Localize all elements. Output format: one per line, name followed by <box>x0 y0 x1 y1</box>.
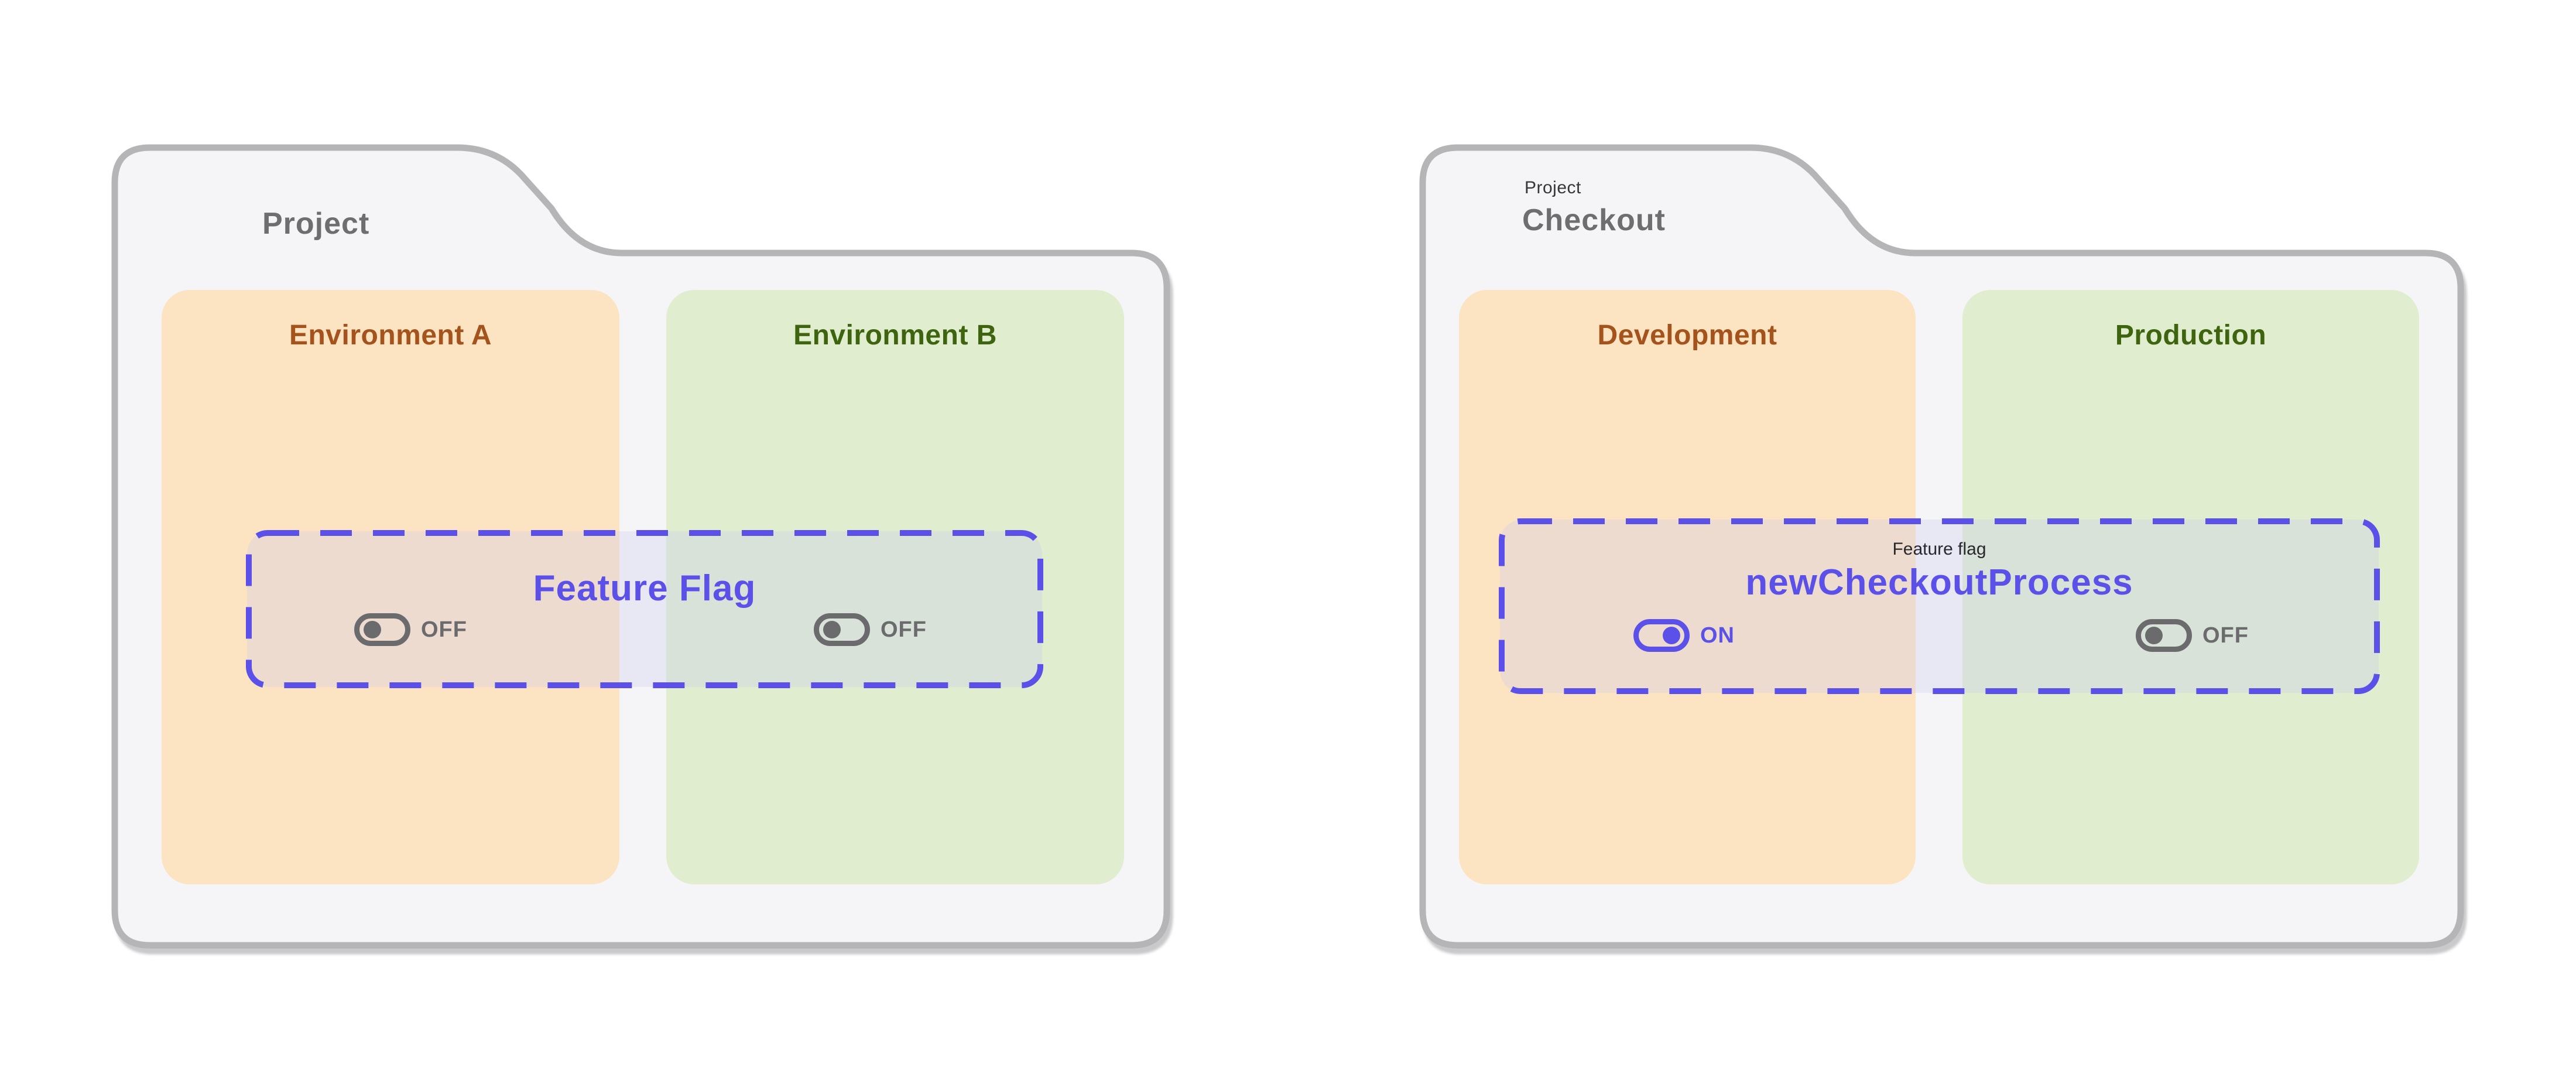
feature-flag-title: newCheckoutProcess <box>1745 562 2133 603</box>
folder-project: Project Environment A Environment B Feat… <box>111 144 1170 949</box>
toggle-switch-icon[interactable] <box>1633 619 1690 652</box>
feature-flag-box-fill <box>247 531 1042 687</box>
environment-panel-b: Environment B <box>666 290 1124 884</box>
folder-tab-title: Checkout <box>1522 203 1666 237</box>
toggle-row-environment-a[interactable]: OFF <box>354 613 467 646</box>
toggle-state-label: ON <box>1700 623 1735 648</box>
toggle-switch-icon[interactable] <box>2136 619 2192 652</box>
toggle-knob-icon <box>1663 627 1680 644</box>
toggle-state-label: OFF <box>881 617 927 642</box>
feature-flag-box: Feature flag newCheckoutProcess ON OFF <box>1499 518 2380 694</box>
toggle-row-development[interactable]: ON <box>1633 619 1735 652</box>
environment-panel-b-label: Environment B <box>793 320 997 351</box>
toggle-knob-icon <box>823 621 841 638</box>
toggle-knob-icon <box>2145 627 2163 644</box>
environment-panel-development: Development <box>1459 290 1916 884</box>
folder-tab-title: Project <box>262 207 370 241</box>
environment-panel-development-label: Development <box>1597 320 1777 351</box>
feature-flag-title: Feature Flag <box>533 568 756 609</box>
toggle-row-environment-b[interactable]: OFF <box>814 613 927 646</box>
toggle-switch-icon[interactable] <box>814 613 870 646</box>
toggle-state-label: OFF <box>421 617 467 642</box>
feature-flag-dashed-border <box>1499 518 2380 694</box>
feature-flag-box-fill <box>1500 520 2379 693</box>
environment-panel-production: Production <box>1962 290 2419 884</box>
feature-flag-kicker: Feature flag <box>1892 539 1986 559</box>
environment-panel-a-label: Environment A <box>289 320 492 351</box>
environment-panel-a: Environment A <box>162 290 619 884</box>
folder-tab-kicker: Project <box>1525 178 1581 197</box>
toggle-knob-icon <box>364 621 381 638</box>
toggle-switch-icon[interactable] <box>354 613 410 646</box>
toggle-row-production[interactable]: OFF <box>2136 619 2249 652</box>
feature-flag-box: Feature Flag OFF OFF <box>246 530 1043 688</box>
feature-flag-dashed-border <box>246 530 1043 688</box>
environment-panel-production-label: Production <box>2115 320 2267 351</box>
toggle-state-label: OFF <box>2202 623 2249 648</box>
folder-checkout: Project Checkout Development Production … <box>1419 144 2464 949</box>
